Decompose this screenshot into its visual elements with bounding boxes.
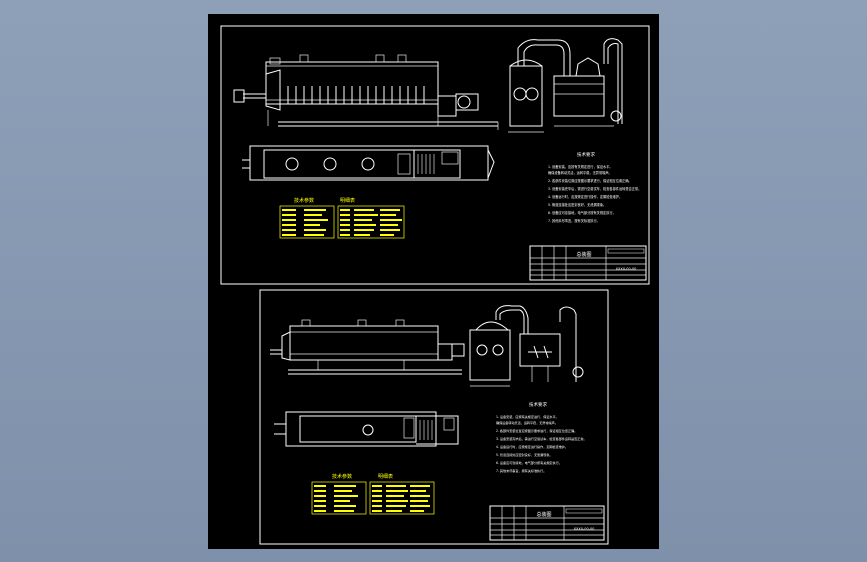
sheet2-note-7: 7. 其他未尽事宜，按有关标准执行。 (496, 468, 546, 473)
sheet-1-title-block: 总装图 XXXX-00-00 (529, 245, 647, 281)
drawing-svg: 技术参数 明细表 (220, 25, 650, 545)
sheet1-note-1: 1. 设备安装，应按有关规定进行，保证水平。 (548, 164, 613, 169)
sheet2-note-1b: 确保设备转动灵活，运转平稳，无异常噪声。 (496, 420, 558, 425)
sheet-1-border (220, 25, 650, 285)
sheet2-table-left-title: 技术参数 (332, 473, 352, 480)
sheet1-note-1b: 确保设备转动灵活，运转平稳，无异常噪声。 (548, 170, 612, 175)
sheet1-note-6: 6. 设备应可靠接地，电气部分按有关规定执行。 (548, 210, 616, 215)
sheet2-dryer-plan-view (274, 411, 459, 447)
sheet-2-notes: 技术要求 1. 设备安装，应按有关规定进行，保证水平。 确保设备转动灵活，运转平… (496, 401, 587, 473)
sheet-1-tables: 技术参数 明细表 (279, 197, 405, 239)
sheet1-notes-title: 技术要求 (577, 151, 595, 158)
sheet-2: 技术参数 明细表 (259, 289, 609, 545)
dryer-plan-view (242, 145, 495, 181)
sheet1-title-code: XXXX-00-00 (616, 267, 637, 271)
sheet1-table-left-title: 技术参数 (294, 197, 314, 204)
drawing-canvas[interactable]: 技术参数 明细表 (208, 14, 659, 549)
sheet1-note-7: 7. 其他未尽事宜，按有关标准执行。 (548, 218, 600, 223)
sheet2-title-code: XXXX-00-00 (574, 527, 595, 531)
sheet-1: 技术参数 明细表 (220, 25, 650, 285)
sheet2-note-4: 4. 设备运行时，应按规定进行操作，定期检查维护。 (496, 444, 568, 449)
sheet1-note-4: 4. 设备运行时，应按规定进行操作，定期检查维护。 (548, 194, 622, 199)
sheet1-title-label: 总装图 (576, 251, 591, 258)
sheet1-note-2: 2. 各部件安装位置应按图示要求进行，保证相互位置正确。 (548, 178, 632, 183)
dryer-elevation-view (233, 54, 499, 130)
sheet1-note-3: 3. 设备安装完毕后，需进行空载试车，检查各部件运转是否正常。 (548, 186, 641, 191)
sheet2-separator-elevation (469, 305, 584, 387)
sheet2-note-1: 1. 设备安装，应按有关规定进行，保证水平。 (496, 414, 559, 419)
sheet2-table-right-title: 明细表 (378, 473, 393, 480)
sheet2-note-3: 3. 设备安装完毕后，需进行空载试车，检查各部件运转是否正常。 (496, 436, 587, 441)
sheet-1-notes: 技术要求 1. 设备安装，应按有关规定进行，保证水平。 确保设备转动灵活，运转平… (548, 151, 641, 223)
sheet2-notes-title: 技术要求 (529, 401, 547, 408)
sheet2-title-label: 总装图 (536, 511, 551, 518)
sheet-2-title-block: 总装图 XXXX-00-00 (489, 505, 605, 541)
sheet2-note-2: 2. 各部件安装位置应按图示要求进行，保证相互位置正确。 (496, 428, 577, 433)
sheet-2-border (259, 289, 609, 545)
sheet-2-tables: 技术参数 明细表 (311, 473, 435, 515)
separator-elevation-view (508, 38, 623, 133)
sheet1-note-5: 5. 管道连接处应密封良好，无泄漏现象。 (548, 202, 606, 207)
sheet1-table-right-title: 明细表 (340, 197, 355, 204)
sheet2-note-6: 6. 设备应可靠接地，电气部分按有关规定执行。 (496, 460, 562, 465)
sheet2-dryer-elevation (270, 319, 465, 375)
sheet2-note-5: 5. 管道连接处应密封良好，无泄漏现象。 (496, 452, 553, 457)
